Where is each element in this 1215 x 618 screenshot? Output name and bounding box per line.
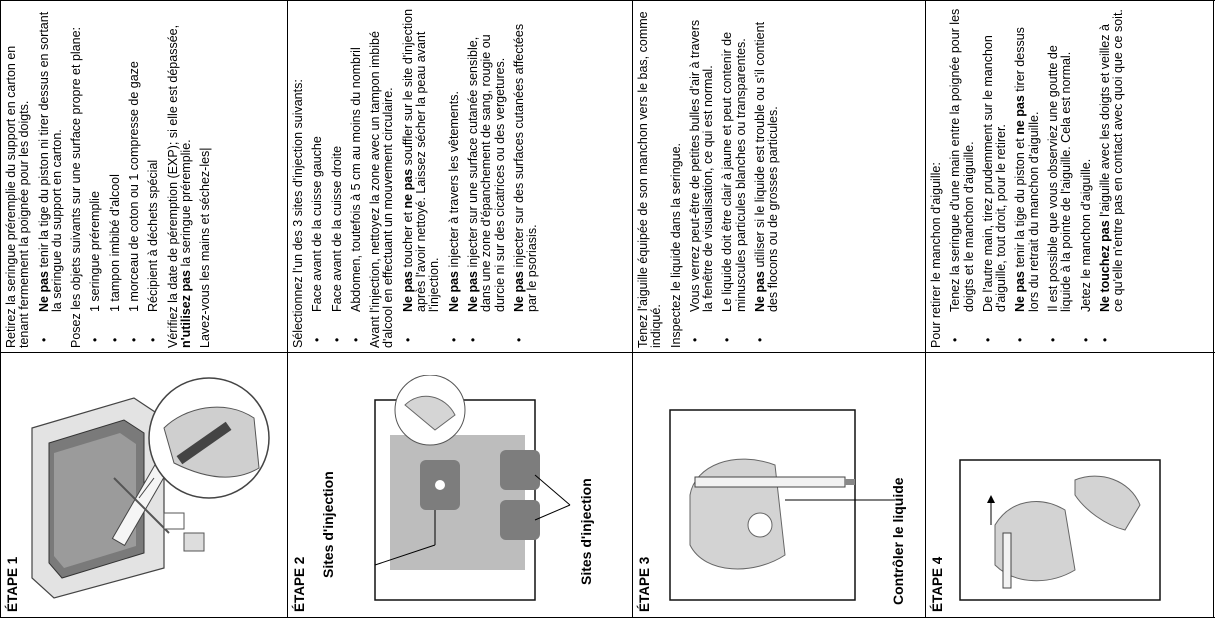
inspection-list: Vous verrez peut-être de petites bulles …	[688, 8, 781, 348]
list-item: Face avant de la cuisse gauche	[310, 8, 324, 322]
step-intro: Tenez l'aiguille équipée de son manchon …	[636, 11, 664, 348]
list-item: Abdomen, toutefois à 5 cm au moins du no…	[349, 8, 363, 322]
injection-sites-caption: Sites d'injection	[320, 471, 336, 578]
step-2-text: Sélectionnez l'un des 3 sites d'injectio…	[291, 8, 545, 348]
list-item: Ne touchez pas l'aiguille avec les doigt…	[1098, 8, 1126, 322]
column-divider	[632, 0, 633, 618]
list-item: Ne pas tenir la tige du piston et ne pas…	[1013, 8, 1041, 322]
step-1-text: Retirez la seringue préremplie du suppor…	[4, 8, 219, 348]
row-divider	[0, 352, 1215, 353]
list-item: Ne pas toucher et ne pas souffler sur le…	[401, 8, 442, 322]
injection-sites-illustration	[374, 375, 571, 601]
list-item: Face avant de la cuisse droite	[330, 8, 344, 322]
syringe-unpacking-illustration	[31, 377, 270, 599]
list-item: Récipient à déchets spécial	[146, 8, 160, 322]
step-paragraph: Lavez-vous les mains et séchez-les|	[198, 147, 213, 348]
list-item: Vous verrez peut-être de petites bulles …	[688, 8, 716, 322]
list-item: Jetez le manchon d'aiguille.	[1079, 8, 1093, 322]
list-item: 1 seringue préremplie	[88, 8, 102, 322]
step-paragraph: Inspectez le liquide dans la seringue.	[668, 143, 683, 348]
step-paragraph: Vérifiez la date de péremption (EXP); si…	[165, 24, 193, 348]
supply-list: 1 seringue préremplie 1 tampon imbibé d'…	[88, 8, 160, 348]
list-item: Tenez la seringue d'une main entre la po…	[948, 8, 976, 322]
list-item: 1 tampon imbibé d'alcool	[108, 8, 122, 322]
remove-needle-cap-illustration	[959, 459, 1161, 601]
warning-list: Ne pas toucher et ne pas souffler sur le…	[401, 8, 540, 348]
inspect-liquid-illustration	[669, 409, 895, 601]
table-border-left	[0, 0, 1, 618]
step-3-text: Tenez l'aiguille équipée de son manchon …	[636, 8, 787, 348]
table-border-top	[0, 0, 1215, 1]
step-paragraph: Avant l'injection, nettoyez la zone avec…	[368, 31, 396, 348]
column-divider	[287, 0, 288, 618]
step-intro: Sélectionnez l'un des 3 sites d'injectio…	[291, 79, 305, 348]
step-label: ÉTAPE 4	[930, 556, 945, 612]
list-item: Ne pas injecter sur des surfaces cutanée…	[512, 8, 540, 322]
list-item: Le liquide doit être clair à jaune et pe…	[720, 8, 748, 322]
step-4-text: Pour retirer le manchon d'aiguille: Tene…	[929, 8, 1132, 348]
site-list: Face avant de la cuisse gauche Face avan…	[310, 8, 363, 348]
list-item: De l'autre main, tirez prudemment sur le…	[981, 8, 1009, 322]
list-item: Il est possible que vous observiez une g…	[1046, 8, 1074, 322]
list-item: Ne pas injecter sur une surface cutanée …	[466, 8, 507, 322]
list-item: Ne pas tenir la tige du piston ni tirer …	[37, 8, 65, 322]
bullet-list: Ne pas tenir la tige du piston ni tirer …	[37, 8, 65, 348]
list-item: Ne pas injecter à travers les vêtements.	[447, 8, 461, 322]
injection-sites-caption: Sites d'injection	[578, 478, 594, 585]
step-paragraph: Posez les objets suivants sur une surfac…	[69, 26, 84, 348]
step-intro: Pour retirer le manchon d'aiguille:	[929, 162, 943, 348]
list-item: 1 morceau de coton ou 1 compresse de gaz…	[127, 8, 141, 322]
step-intro: Retirez la seringue préremplie du suppor…	[4, 45, 32, 348]
list-item: Ne pas utiliser si le liquide est troubl…	[753, 8, 781, 322]
cap-removal-list: Tenez la seringue d'une main entre la po…	[948, 8, 1126, 348]
step-label: ÉTAPE 3	[637, 556, 652, 612]
inspect-liquid-caption: Contrôler le liquide	[890, 477, 906, 605]
column-divider	[925, 0, 926, 618]
table-border-right	[1213, 0, 1214, 618]
